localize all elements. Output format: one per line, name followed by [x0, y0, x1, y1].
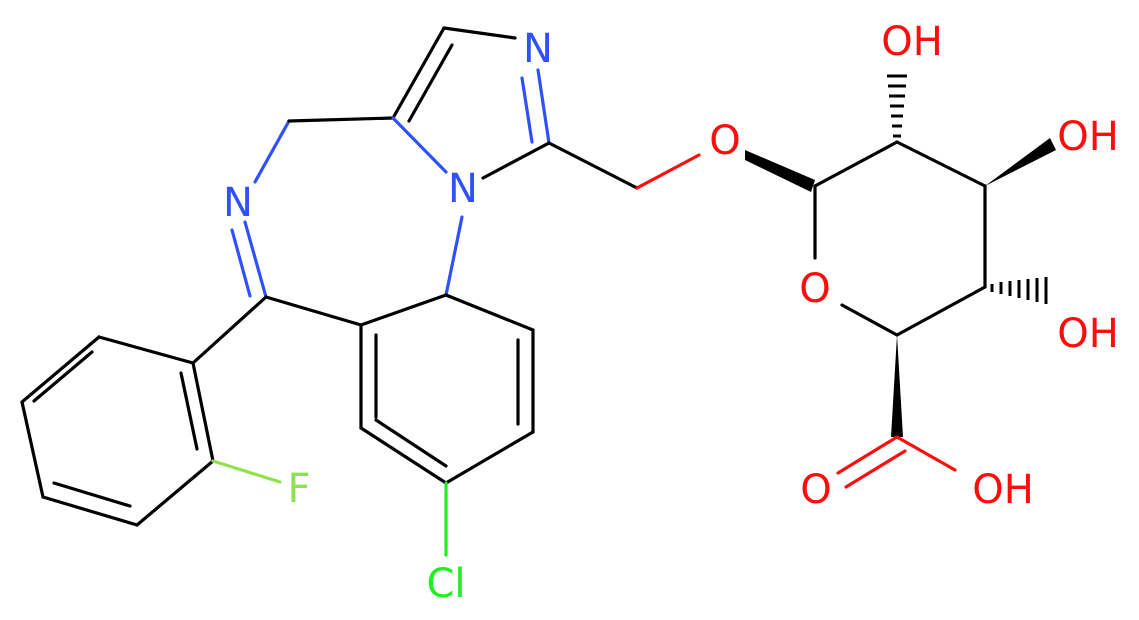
atom-n-ring: N	[448, 166, 478, 212]
fluorophenyl-ring	[20, 335, 282, 527]
methylene-linker	[547, 141, 701, 190]
atom-o-ring: O	[799, 266, 830, 312]
atom-oh-right-lower: OH	[1057, 311, 1119, 357]
diazepine-ring	[191, 116, 464, 365]
atom-n-imine: N	[223, 180, 253, 226]
atom-o-ether: O	[709, 118, 740, 164]
glucuronide-ring	[745, 74, 1056, 437]
imidazole-ring	[391, 26, 551, 180]
atom-oh-acid: OH	[972, 467, 1034, 513]
hash-wedge-top	[887, 74, 907, 138]
atom-o-carbonyl: O	[800, 467, 831, 513]
atom-oh-right-upper: OH	[1057, 114, 1119, 160]
atom-n-imidazole: N	[523, 26, 553, 72]
carboxylic-acid	[836, 435, 957, 489]
chlorobenzene-ring	[359, 293, 535, 557]
atom-oh-top: OH	[881, 19, 943, 65]
hash-wedge-right	[990, 277, 1048, 304]
atom-fluorine: F	[287, 466, 310, 512]
atom-chlorine: Cl	[426, 561, 465, 607]
